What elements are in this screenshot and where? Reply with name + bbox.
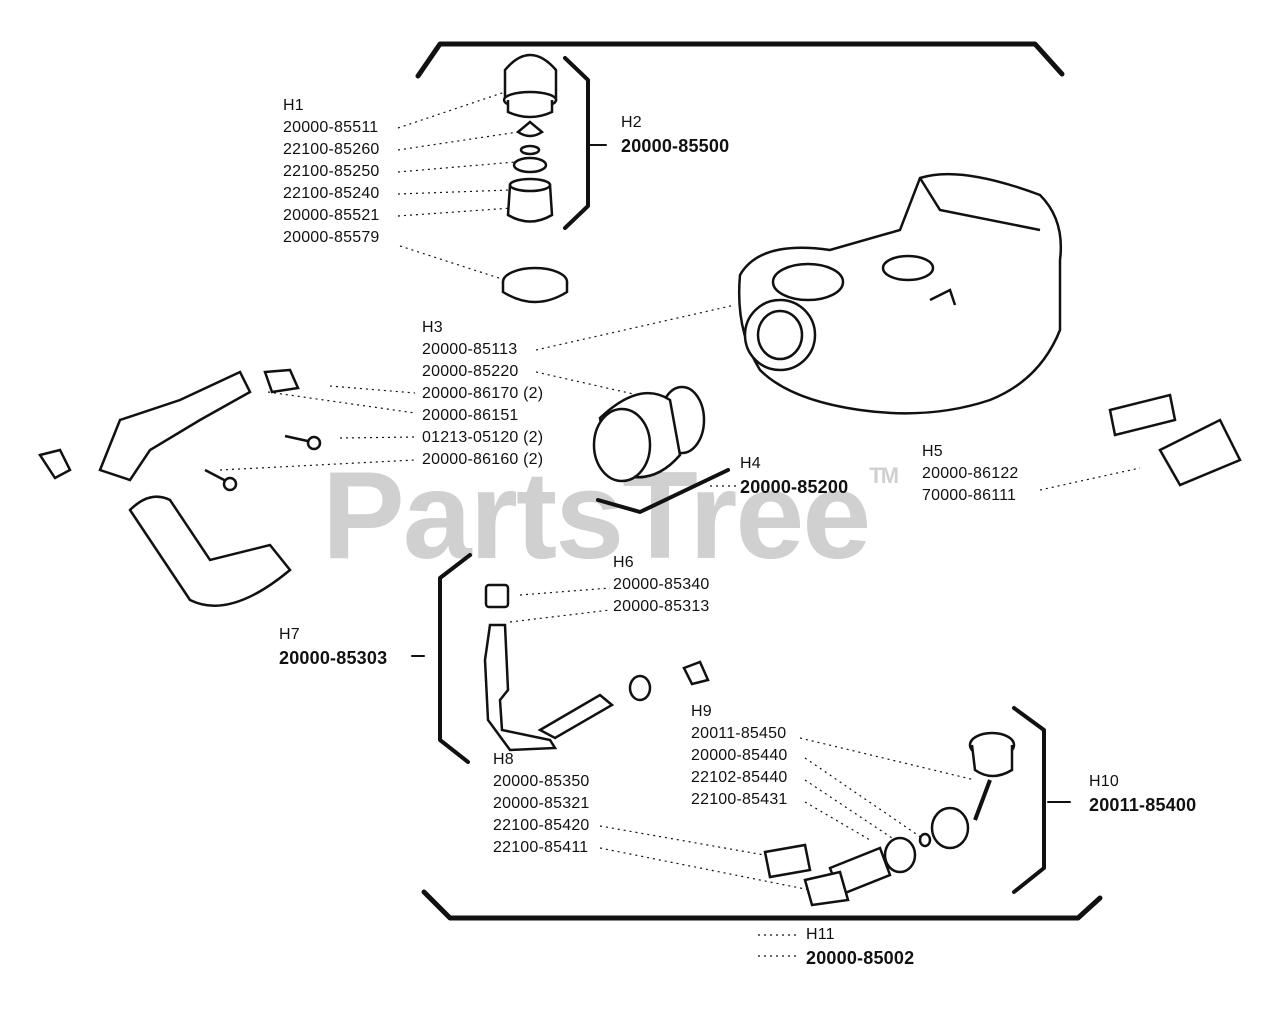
- group-h2: H2 20000-85500: [621, 112, 729, 158]
- part-number[interactable]: 22100-85431: [691, 791, 788, 808]
- bracket-bottom: [421, 889, 1103, 921]
- valve-cone: [515, 120, 545, 138]
- group-h11: H11 20000-85002: [806, 924, 914, 970]
- watermark: PartsTreeTM: [322, 447, 899, 585]
- part-number[interactable]: 20000-85113: [422, 341, 518, 358]
- fuel-line: [483, 583, 710, 752]
- leader-lines: [219, 91, 1141, 957]
- tank-cap: [592, 385, 706, 483]
- primer-parts: [763, 731, 1016, 907]
- group-h9: H9 20011-85450 20000-85440 22102-85440 2…: [691, 701, 788, 811]
- group-h8: H8 20000-85350 20000-85321 22100-85420 2…: [493, 749, 590, 859]
- part-number[interactable]: 22100-85420: [493, 817, 590, 834]
- part-number[interactable]: 20000-85521: [283, 207, 380, 224]
- part-number[interactable]: 20000-85440: [691, 747, 788, 764]
- part-number[interactable]: 20000-86160 (2): [422, 451, 544, 468]
- group-h5: H5 20000-86122 70000-86111: [922, 441, 1019, 507]
- cap-assembly: [501, 53, 569, 304]
- part-number[interactable]: 20000-86122: [922, 465, 1019, 482]
- ref-h9: H9: [691, 703, 712, 720]
- fuel-tank: [737, 172, 1062, 415]
- group-h1: H1 20000-85511 22100-85260 22100-85250 2…: [283, 95, 380, 249]
- assembly-number[interactable]: 20011-85400: [1089, 795, 1197, 815]
- assembly-number[interactable]: 20000-85500: [621, 136, 730, 156]
- assembly-number[interactable]: 20000-85200: [740, 477, 849, 497]
- ref-h10: H10: [1089, 773, 1119, 790]
- assembly-number[interactable]: 20000-85303: [279, 648, 388, 668]
- part-number[interactable]: 20000-85350: [493, 773, 590, 790]
- part-number[interactable]: 22100-85411: [493, 839, 589, 856]
- strap: [128, 495, 292, 607]
- group-h10: H10 20011-85400: [1089, 771, 1196, 817]
- ref-h4: H4: [740, 455, 761, 472]
- group-h4: H4 20000-85200: [740, 453, 848, 499]
- ref-h1: H1: [283, 97, 304, 114]
- handle-bracket: [37, 368, 322, 607]
- part-number[interactable]: 20000-85511: [283, 119, 379, 136]
- ref-h8: H8: [493, 751, 514, 768]
- part-number[interactable]: 20000-85313: [613, 598, 710, 615]
- part-number[interactable]: 20000-86151: [422, 407, 519, 424]
- ref-h11: H11: [806, 926, 835, 943]
- part-number[interactable]: 01213-05120 (2): [422, 429, 544, 446]
- part-number[interactable]: 20000-85220: [422, 363, 519, 380]
- cap-dome: [503, 53, 558, 102]
- washer-2: [512, 156, 548, 174]
- ref-h7: H7: [279, 626, 300, 643]
- part-number[interactable]: 22100-85250: [283, 163, 380, 180]
- washer-1: [519, 144, 541, 156]
- part-number[interactable]: 20000-85579: [283, 229, 380, 246]
- ref-h2: H2: [621, 114, 642, 131]
- assembly-number[interactable]: 20000-85002: [806, 948, 915, 968]
- cap-body: [506, 183, 554, 223]
- group-h3: H3 20000-85113 20000-85220 20000-86170 (…: [422, 317, 543, 471]
- part-number[interactable]: 20000-86170 (2): [422, 385, 544, 402]
- part-number[interactable]: 20011-85450: [691, 725, 787, 742]
- bracket-top: [415, 41, 1065, 79]
- group-h7: H7 20000-85303: [279, 624, 387, 670]
- group-h6: H6 20000-85340 20000-85313: [613, 552, 710, 618]
- clip-parts: [1108, 393, 1242, 487]
- ref-h6: H6: [613, 554, 634, 571]
- part-number[interactable]: 22102-85440: [691, 769, 788, 786]
- bracket-h4: [596, 468, 730, 514]
- bracket-h10: [1012, 706, 1046, 894]
- part-number[interactable]: 70000-86111: [922, 487, 1017, 504]
- bracket-h2: [563, 56, 590, 230]
- ref-h3: H3: [422, 319, 443, 336]
- part-number[interactable]: 20000-85321: [493, 795, 590, 812]
- part-number[interactable]: 22100-85260: [283, 141, 380, 158]
- ref-h5: H5: [922, 443, 943, 460]
- part-number[interactable]: 22100-85240: [283, 185, 380, 202]
- part-number[interactable]: 20000-85340: [613, 576, 710, 593]
- bracket-h7: [438, 553, 472, 764]
